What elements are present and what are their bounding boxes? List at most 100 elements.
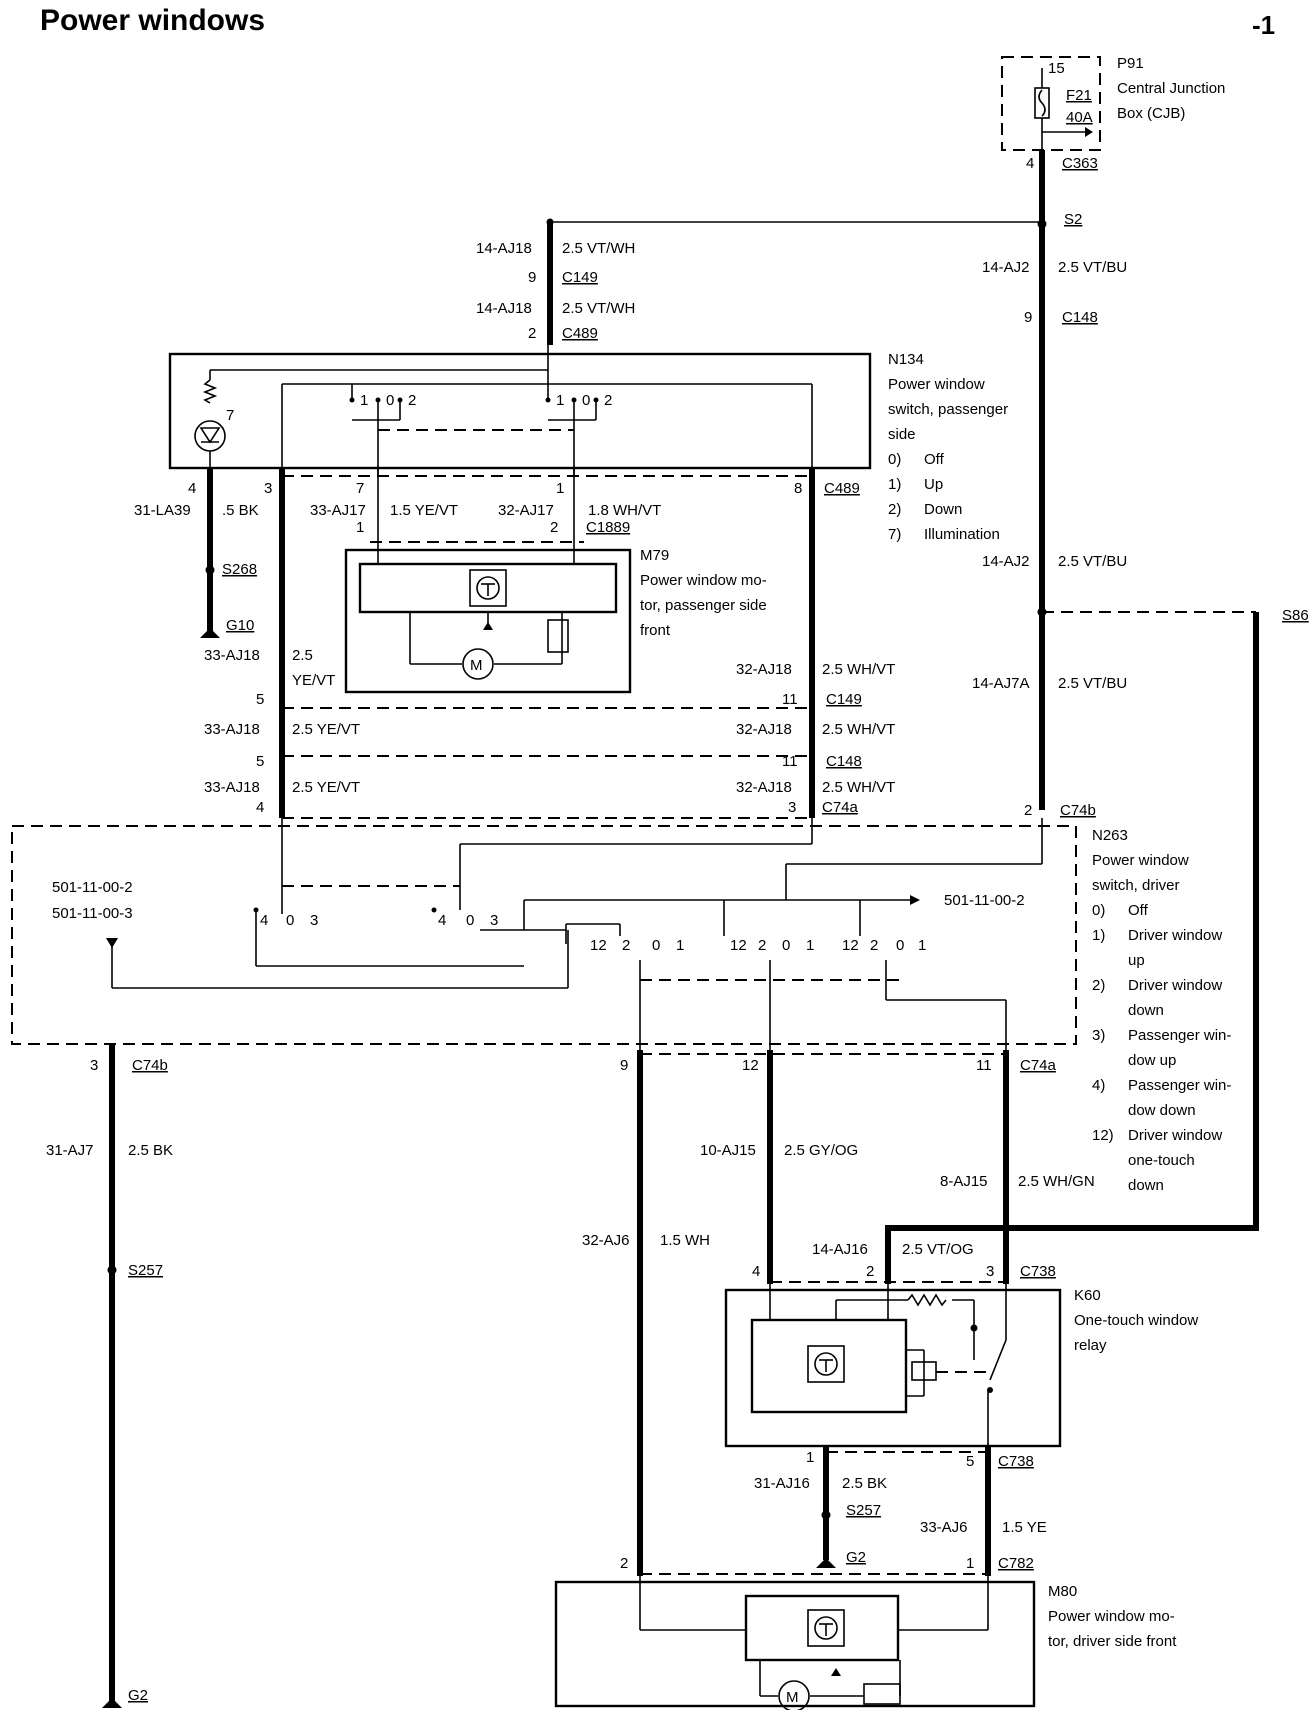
n263-legend-5-c: down (1128, 1177, 1164, 1194)
n134-pin-8: 8 (794, 480, 802, 497)
connector-c738-top: C738 (1020, 1263, 1056, 1280)
sw7-pos-c: 0 (896, 937, 904, 954)
switch-n263-7: 12 2 0 1 (842, 900, 1007, 1050)
wire-32aj17: 32-AJ17 (498, 502, 554, 519)
wire-14aj18-b-spec: 2.5 VT/WH (562, 300, 635, 317)
k60-pin-5: 5 (966, 1453, 974, 1470)
n263-legend-2-b: down (1128, 1002, 1164, 1019)
ref-left-2: 501-11-00-3 (52, 905, 133, 922)
sw7-pos-d: 1 (918, 937, 926, 954)
wire-14aj2-b-spec: 2.5 VT/BU (1058, 553, 1127, 570)
pin-5-c149: 5 (256, 691, 264, 708)
n134-legend-key-0: 0) (888, 451, 901, 468)
wire-33aj18-b: 33-AJ18 (204, 721, 260, 738)
cjb-out-conn: C363 (1062, 155, 1098, 172)
k60-pin-3: 3 (986, 1263, 994, 1280)
wire-31aj16: 31-AJ16 (754, 1475, 810, 1492)
ref-left-1: 501-11-00-2 (52, 879, 133, 896)
wire-32aj6-spec: 1.5 WH (660, 1232, 710, 1249)
sw2-pos-a: 1 (556, 392, 564, 409)
fuse-icon (1034, 68, 1093, 150)
pin-5-c148: 5 (256, 753, 264, 770)
n263-legend-5-a: Driver window (1128, 1127, 1222, 1144)
n263-legend-5-b: one-touch (1128, 1152, 1195, 1169)
cjb-id: P91 (1117, 55, 1144, 72)
n134-passenger-switch: 7 1 0 2 1 0 2 (168, 345, 872, 476)
wire-33aj6-spec: 1.5 YE (1002, 1519, 1047, 1536)
n263-id: N263 (1092, 827, 1128, 844)
connector-c489-top: C489 (562, 325, 598, 342)
resistor-icon (907, 1293, 947, 1307)
m79-pin-2: 2 (550, 519, 558, 536)
n134-pin-1: 1 (556, 480, 564, 497)
n263-legend-key-3: 3) (1092, 1027, 1105, 1044)
n263-legend-key-2: 2) (1092, 977, 1105, 994)
cjb-name-1: Central Junction (1117, 80, 1225, 97)
wire-31aj16-spec: 2.5 BK (842, 1475, 887, 1492)
switch-n263-5: 12 2 0 1 (566, 923, 684, 1050)
n263-legend-key-1: 1) (1092, 927, 1105, 944)
m79-passenger-motor: M (344, 540, 632, 694)
sw6-pos-d: 1 (806, 937, 814, 954)
ground-g2-b: G2 (846, 1549, 866, 1566)
n263-legend-3-a: Passenger win- (1128, 1027, 1231, 1044)
connector-c149-mid: C149 (826, 691, 862, 708)
n134-name-1: Power window (888, 376, 985, 393)
pin-2-c489: 2 (528, 325, 536, 342)
n263-legend-4-b: dow down (1128, 1102, 1196, 1119)
connector-c74a-mid: C74a (822, 799, 859, 816)
wire-14aj2-a: 14-AJ2 (982, 259, 1030, 276)
splice-s257-b: S257 (846, 1502, 881, 1519)
ground-g10: G10 (226, 617, 254, 634)
wire-14aj18-a: 14-AJ18 (476, 240, 532, 257)
wire-8aj15: 8-AJ15 (940, 1173, 988, 1190)
k60-pin-1: 1 (806, 1449, 814, 1466)
wire-32aj18-c: 32-AJ18 (736, 779, 792, 796)
splice-s257-a: S257 (128, 1262, 163, 1279)
sw4-pos-c: 3 (490, 912, 498, 929)
pin-9-c148: 9 (1024, 309, 1032, 326)
m80-name-2: tor, driver side front (1048, 1633, 1177, 1650)
n134-legend-3: Illumination (924, 526, 1000, 543)
sw1-pos-b: 0 (386, 392, 394, 409)
connector-c148-mid: C148 (826, 753, 862, 770)
m80-pin-1: 1 (966, 1555, 974, 1572)
sw5-pos-d: 1 (676, 937, 684, 954)
svg-text:M: M (786, 1689, 799, 1706)
wire-10aj15-spec: 2.5 GY/OG (784, 1142, 858, 1159)
switch-n134-2: 1 0 2 (545, 384, 612, 476)
pin-3-c74a: 3 (788, 799, 796, 816)
m80-driver-motor: M (554, 1576, 1036, 1710)
m80-id: M80 (1048, 1583, 1077, 1600)
sw5-pos-b: 2 (622, 937, 630, 954)
connector-c74a-low: C74a (1020, 1057, 1057, 1074)
wire-33aj18-c: 33-AJ18 (204, 779, 260, 796)
wire-14aj2-b: 14-AJ2 (982, 553, 1030, 570)
wire-33aj18-a: 33-AJ18 (204, 647, 260, 664)
n134-legend-2: Down (924, 501, 962, 518)
wire-33aj17-spec: 1.5 YE/VT (390, 502, 458, 519)
wire-32aj17-spec: 1.8 WH/VT (588, 502, 661, 519)
wire-31aj7: 31-AJ7 (46, 1142, 94, 1159)
n134-name-3: side (888, 426, 916, 443)
pin-11-c148: 11 (782, 753, 798, 770)
wire-14aj2-a-spec: 2.5 VT/BU (1058, 259, 1127, 276)
wire-32aj18-c-spec: 2.5 WH/VT (822, 779, 895, 796)
wire-32aj6: 32-AJ6 (582, 1232, 630, 1249)
splice-s2-dot (1037, 219, 1047, 229)
switch-n263-3: 4 0 3 (253, 907, 524, 967)
sw7-pos-a: 12 (842, 937, 859, 954)
relay-icon (807, 1345, 845, 1383)
sw7-pos-b: 2 (870, 937, 878, 954)
ground-g2-a: G2 (128, 1687, 148, 1704)
wire-32aj18-a-spec: 2.5 WH/VT (822, 661, 895, 678)
n263-legend-2-a: Driver window (1128, 977, 1222, 994)
sw4-pos-a: 4 (438, 912, 446, 929)
page-number: -1 (1252, 10, 1275, 40)
pin-3-c74b: 3 (90, 1057, 98, 1074)
connector-c74b-low: C74b (132, 1057, 168, 1074)
m79-id: M79 (640, 547, 669, 564)
connector-c74b-mid: C74b (1060, 802, 1096, 819)
connector-c782: C782 (998, 1555, 1034, 1572)
wire-8aj15-spec: 2.5 WH/GN (1018, 1173, 1095, 1190)
